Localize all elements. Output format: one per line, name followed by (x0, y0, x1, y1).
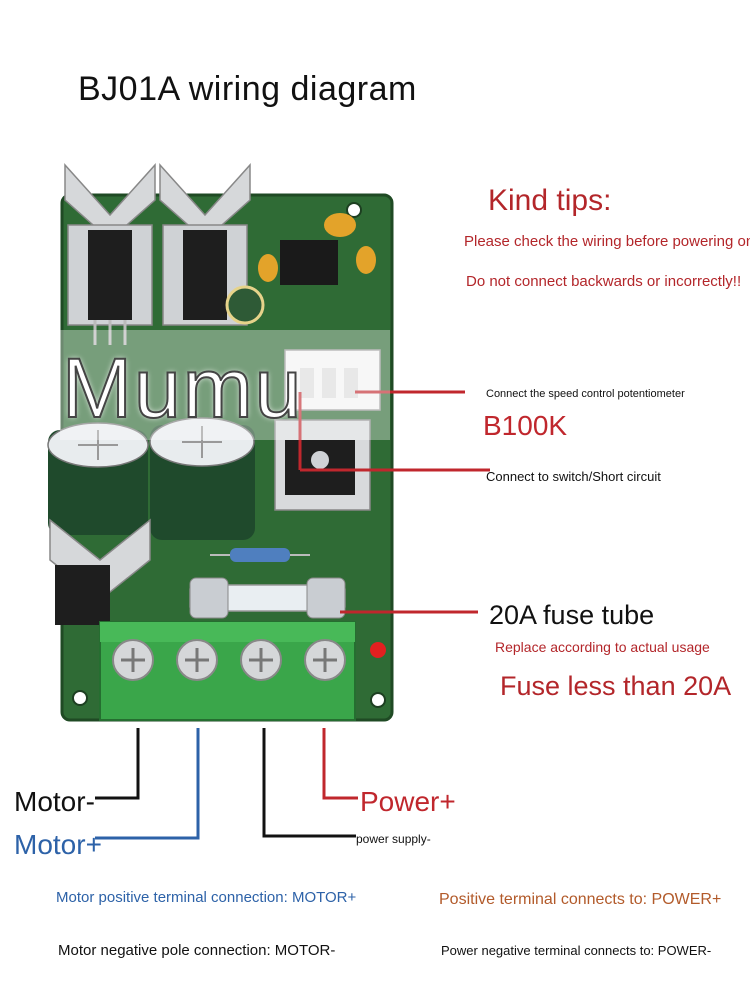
heatsink-right (159, 163, 251, 326)
mounting-hole (370, 692, 386, 708)
callout-fuse-replace: Replace according to actual usage (495, 639, 710, 655)
wire-power-plus (322, 728, 358, 800)
note-motor-negative: Motor negative pole connection: MOTOR- (58, 942, 336, 959)
wire-motor-minus (95, 728, 140, 800)
terminal-block (99, 621, 356, 721)
note-power-positive: Positive terminal connects to: POWER+ (439, 891, 722, 908)
tip-check-wiring: Please check the wiring before powering … (464, 233, 750, 250)
note-power-negative: Power negative terminal connects to: POW… (441, 943, 712, 958)
watermark-band (60, 330, 390, 440)
watermark-text: Mumu (61, 340, 304, 436)
mounting-hole (72, 690, 88, 706)
wire-motor-plus (95, 728, 200, 840)
note-motor-positive: Motor positive terminal connection: MOTO… (56, 889, 357, 906)
tips-heading: Kind tips: (488, 184, 612, 217)
callout-potentiometer-label: Connect the speed control potentiometer (486, 388, 685, 400)
resistor (230, 548, 290, 562)
callout-fuse-title: 20A fuse tube (489, 600, 655, 630)
ceramic-capacitor (324, 213, 356, 237)
label-motor-minus: Motor- (14, 786, 95, 817)
wire-power-minus (262, 728, 356, 838)
ic-chip (280, 240, 338, 285)
heatsink-left (64, 163, 156, 345)
callout-b100k: B100K (483, 410, 568, 441)
label-power-plus: Power+ (360, 786, 456, 817)
label-power-supply-minus: power supply- (356, 832, 431, 846)
electrolytic-capacitor (149, 417, 255, 540)
fuse-tube (189, 577, 346, 619)
callout-fuse-less: Fuse less than 20A (500, 671, 732, 701)
tip-no-backwards: Do not connect backwards or incorrectly!… (466, 273, 742, 290)
mounting-hole (346, 202, 362, 218)
callout-switch-label: Connect to switch/Short circuit (486, 469, 661, 484)
led (370, 642, 386, 658)
label-motor-plus: Motor+ (14, 829, 102, 860)
page-title: BJ01A wiring diagram (78, 70, 417, 108)
electrolytic-capacitor (47, 422, 149, 535)
